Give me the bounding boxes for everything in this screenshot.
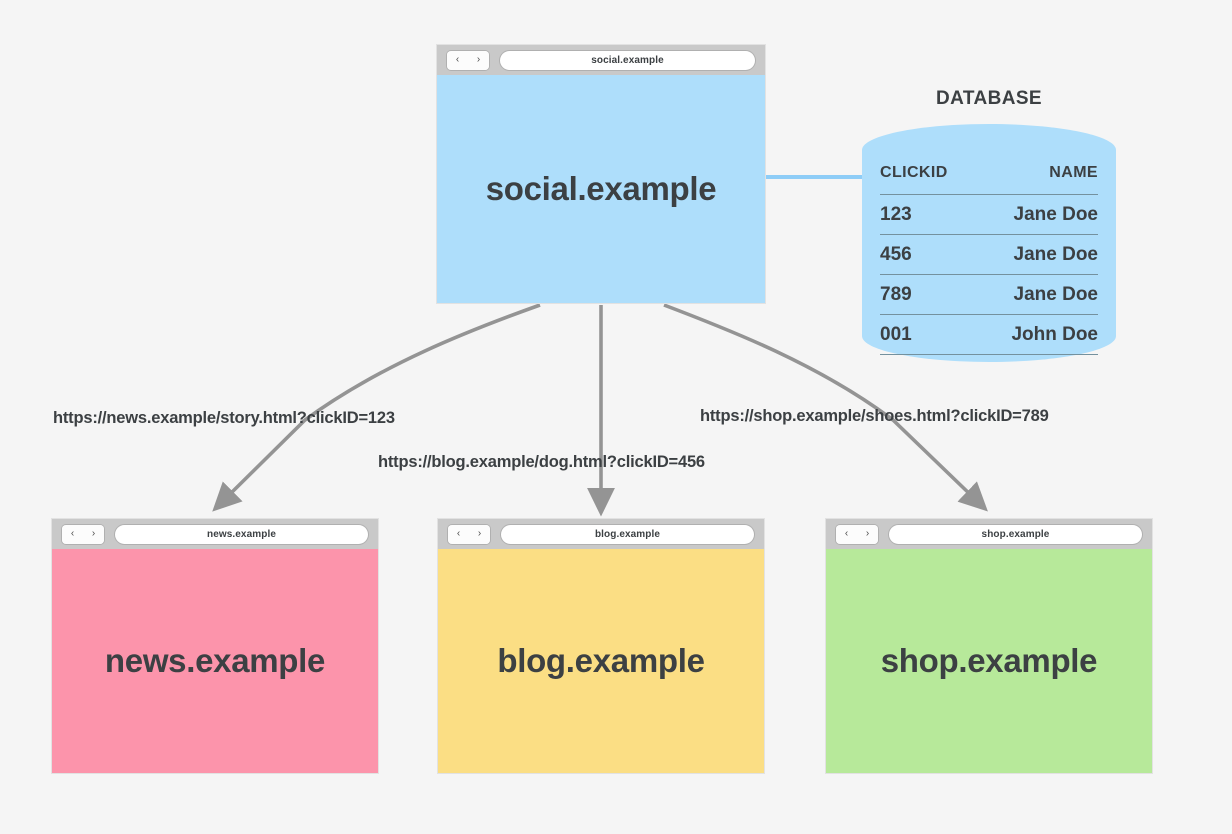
browser-chrome-bar: ‹ › social.example [437, 45, 765, 75]
column-header-clickid: CLICKID [880, 124, 989, 195]
cell-clickid: 123 [880, 194, 989, 235]
nav-button-group[interactable]: ‹ › [447, 50, 489, 70]
nav-button-group[interactable]: ‹ › [836, 524, 878, 544]
back-icon[interactable]: ‹ [448, 524, 469, 544]
forward-icon[interactable]: › [83, 524, 104, 544]
page-body: social.example [437, 75, 765, 303]
cell-name: Jane Doe [989, 234, 1098, 275]
database-cylinder-shape: CLICKID NAME 123 Jane Doe 456 Jane Doe [862, 124, 1116, 362]
cell-name: Jane Doe [989, 194, 1098, 235]
url-bar-input[interactable]: news.example [115, 524, 368, 544]
database-table: CLICKID NAME 123 Jane Doe 456 Jane Doe [862, 124, 1116, 362]
browser-window-social[interactable]: ‹ › social.example social.example [437, 45, 765, 303]
cell-clickid: 456 [880, 234, 989, 275]
page-body: blog.example [438, 549, 764, 773]
back-icon[interactable]: ‹ [836, 524, 857, 544]
forward-icon[interactable]: › [469, 524, 490, 544]
browser-window-blog[interactable]: ‹ › blog.example blog.example [438, 519, 764, 773]
back-icon[interactable]: ‹ [62, 524, 83, 544]
browser-chrome-bar: ‹ › shop.example [826, 519, 1152, 549]
back-icon[interactable]: ‹ [447, 50, 468, 70]
edge-label-blog: https://blog.example/dog.html?clickID=45… [378, 453, 705, 471]
table-row: 001 John Doe [880, 314, 1098, 355]
cell-name: John Doe [989, 314, 1098, 355]
table-row: 789 Jane Doe [880, 274, 1098, 315]
cell-clickid: 001 [880, 314, 989, 355]
database-label: DATABASE [936, 88, 1042, 109]
page-title: blog.example [497, 642, 705, 679]
column-header-name: NAME [989, 124, 1098, 195]
table-header-row: CLICKID NAME [880, 124, 1098, 195]
browser-window-news[interactable]: ‹ › news.example news.example [52, 519, 378, 773]
edge-label-news: https://news.example/story.html?clickID=… [53, 409, 395, 427]
table-row: 123 Jane Doe [880, 194, 1098, 235]
page-title: social.example [485, 170, 717, 207]
url-bar-input[interactable]: social.example [500, 50, 755, 70]
nav-button-group[interactable]: ‹ › [448, 524, 490, 544]
page-body: news.example [52, 549, 378, 773]
url-bar-input[interactable]: blog.example [501, 524, 754, 544]
table-row: 456 Jane Doe [880, 234, 1098, 275]
url-bar-input[interactable]: shop.example [889, 524, 1142, 544]
edge-label-shop: https://shop.example/shoes.html?clickID=… [700, 407, 1049, 425]
browser-chrome-bar: ‹ › news.example [52, 519, 378, 549]
page-title: shop.example [880, 642, 1098, 679]
forward-icon[interactable]: › [857, 524, 878, 544]
browser-window-shop[interactable]: ‹ › shop.example shop.example [826, 519, 1152, 773]
cell-name: Jane Doe [989, 274, 1098, 315]
nav-button-group[interactable]: ‹ › [62, 524, 104, 544]
page-title: news.example [104, 642, 326, 679]
forward-icon[interactable]: › [468, 50, 489, 70]
database-group: DATABASE CLICKID NAME 123 Ja [862, 88, 1116, 362]
page-body: shop.example [826, 549, 1152, 773]
browser-chrome-bar: ‹ › blog.example [438, 519, 764, 549]
cell-clickid: 789 [880, 274, 989, 315]
